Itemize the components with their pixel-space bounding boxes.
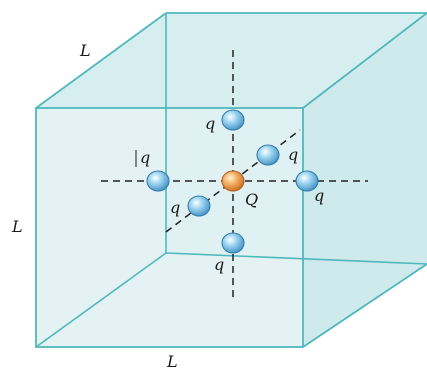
Q-charge-center [221, 170, 245, 192]
cube-front-face [36, 108, 303, 347]
cube-front-edges [35, 12, 427, 348]
charges [146, 109, 319, 254]
cube-right-face [303, 13, 427, 347]
edge-label-top: L [79, 41, 91, 60]
charge-label-bottom: q [214, 255, 224, 274]
cube-back-edges [35, 13, 427, 348]
edge-label-left: L [11, 217, 23, 236]
charge-label-diag-front: q [170, 198, 180, 217]
charge-label-center: Q [245, 190, 258, 209]
edge-label-bottom: L [166, 352, 178, 371]
charge-label-left: q [140, 148, 150, 167]
q-charge-left [146, 170, 170, 192]
q-charge-diag-front [187, 195, 211, 217]
charge-label-right: q [314, 186, 324, 205]
cube [35, 12, 427, 348]
charge-label-top: q [205, 114, 215, 133]
q-charge-right [295, 170, 319, 192]
q-charge-bottom [221, 232, 245, 254]
q-charge-top [221, 109, 245, 131]
charge-label-diag-back: q [288, 145, 298, 164]
q-charge-diag-back [256, 144, 280, 166]
